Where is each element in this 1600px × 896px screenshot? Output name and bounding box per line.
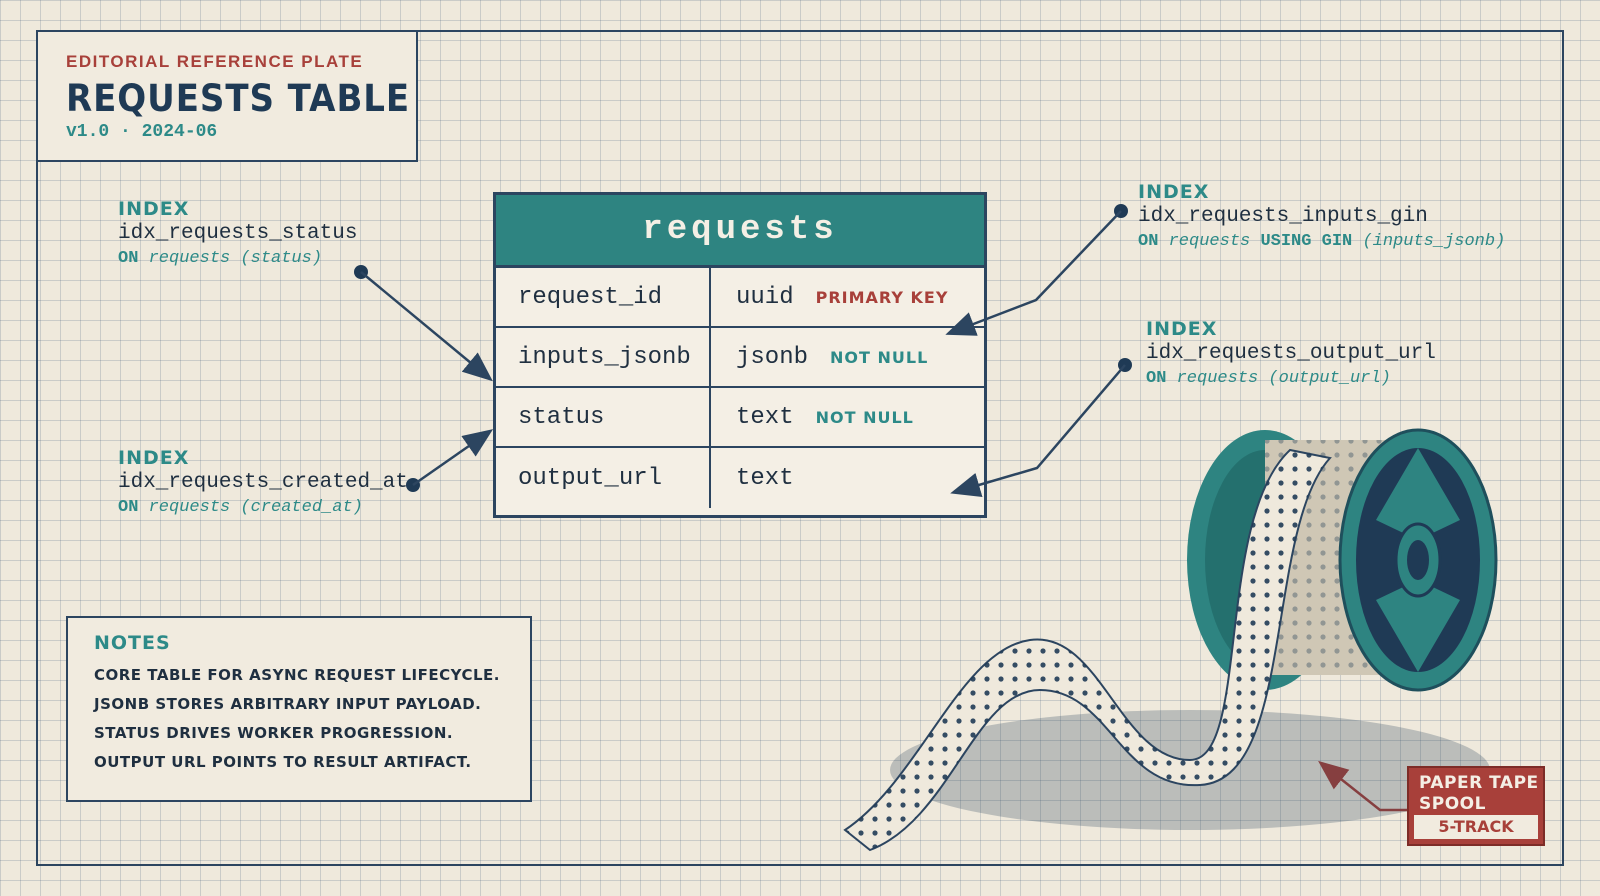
column-type: text <box>736 403 794 431</box>
plate-frame <box>36 30 1564 866</box>
index-target: ON requests (status) <box>118 249 323 268</box>
page-title: REQUESTS TABLE <box>66 77 411 120</box>
column-name: status <box>496 388 711 446</box>
column-type-cell: text NOT NULL <box>711 388 984 446</box>
index-status: INDEX idx_requests_status ON requests (s… <box>118 198 357 268</box>
index-created-at: INDEX idx_requests_created_at ON request… <box>118 447 408 517</box>
column-type: jsonb <box>736 343 809 371</box>
index-target: ON requests (created_at) <box>118 498 363 517</box>
index-name: idx_requests_status <box>118 222 358 245</box>
index-label: INDEX <box>1146 318 1218 340</box>
notes-heading: NOTES <box>94 632 171 654</box>
column-type-cell: text <box>711 448 984 508</box>
notes-line: OUTPUT URL POINTS TO RESULT ARTIFACT. <box>94 753 472 771</box>
index-label: INDEX <box>118 198 190 220</box>
column-type-cell: uuid PRIMARY KEY <box>711 268 984 326</box>
eyebrow: EDITORIAL REFERENCE PLATE <box>66 52 364 71</box>
index-name: idx_requests_inputs_gin <box>1138 205 1428 228</box>
index-name: idx_requests_output_url <box>1146 342 1436 365</box>
index-inputs-gin: INDEX idx_requests_inputs_gin ON request… <box>1138 181 1505 251</box>
table-row: output_url text <box>496 448 984 508</box>
table-row: status text NOT NULL <box>496 388 984 448</box>
column-constraint: NOT NULL <box>830 347 929 367</box>
column-type: text <box>736 464 794 492</box>
index-name: idx_requests_created_at <box>118 471 408 494</box>
column-type: uuid <box>736 283 794 311</box>
table-name: requests <box>496 195 984 268</box>
callout-subtitle: 5-TRACK <box>1414 815 1538 839</box>
notes-line: STATUS DRIVES WORKER PROGRESSION. <box>94 724 454 742</box>
index-target: ON requests (output_url) <box>1146 369 1391 388</box>
index-label: INDEX <box>1138 181 1210 203</box>
column-constraint: NOT NULL <box>815 407 914 427</box>
index-output-url: INDEX idx_requests_output_url ON request… <box>1146 318 1436 388</box>
notes-line: JSONB STORES ARBITRARY INPUT PAYLOAD. <box>94 695 482 713</box>
table-row: request_id uuid PRIMARY KEY <box>496 268 984 328</box>
column-name: request_id <box>496 268 711 326</box>
table-row: inputs_jsonb jsonb NOT NULL <box>496 328 984 388</box>
column-name: output_url <box>496 448 711 508</box>
column-name: inputs_jsonb <box>496 328 711 386</box>
requests-table: requests request_id uuid PRIMARY KEY inpu… <box>493 192 987 518</box>
notes-line: CORE TABLE FOR ASYNC REQUEST LIFECYCLE. <box>94 666 500 684</box>
index-target: ON requests USING GIN (inputs_jsonb) <box>1138 232 1506 251</box>
version-label: v1.0 · 2024-06 <box>66 122 218 142</box>
column-constraint: PRIMARY KEY <box>815 287 949 307</box>
index-label: INDEX <box>118 447 190 469</box>
notes-box: NOTES CORE TABLE FOR ASYNC REQUEST LIFEC… <box>66 616 532 802</box>
title-block: EDITORIAL REFERENCE PLATE REQUESTS TABLE… <box>36 30 418 162</box>
column-type-cell: jsonb NOT NULL <box>711 328 984 386</box>
